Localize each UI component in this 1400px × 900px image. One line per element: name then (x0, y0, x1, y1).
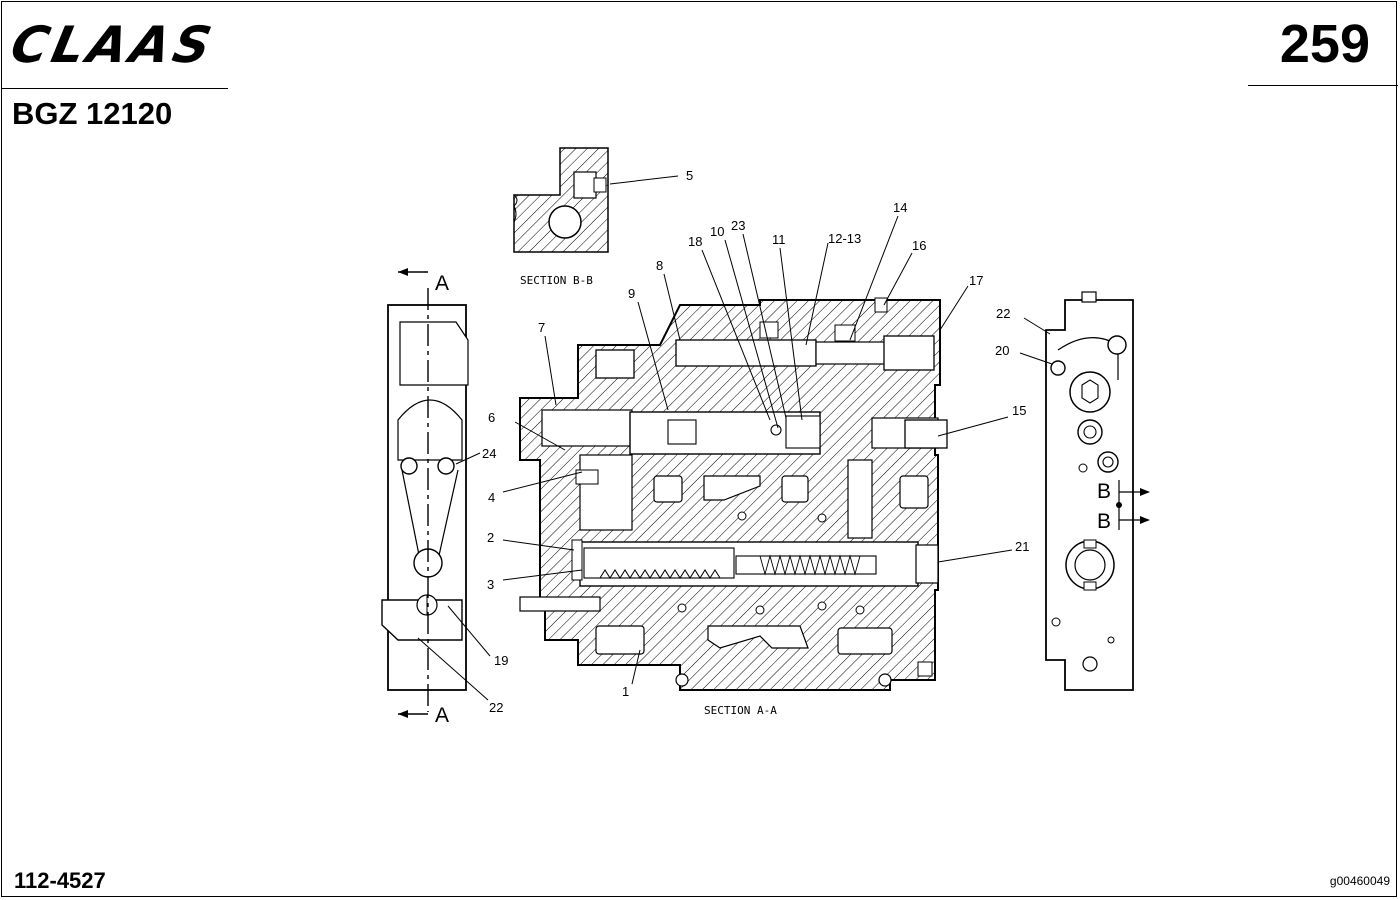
cut-mark-a-top: A (435, 272, 449, 295)
callout-12-13: 12-13 (828, 231, 861, 246)
cut-mark-b-top: B (1097, 480, 1111, 503)
callout-18: 18 (688, 234, 702, 249)
callout-24: 24 (482, 446, 496, 461)
image-code: g00460049 (1329, 874, 1390, 888)
callout-21: 21 (1015, 539, 1029, 554)
callout-17: 17 (969, 273, 983, 288)
section-aa-view (519, 297, 948, 691)
callout-23: 23 (731, 218, 745, 233)
section-bb-label: SECTION B-B (520, 274, 593, 287)
right-side-view (1045, 291, 1150, 691)
callout-2: 2 (487, 530, 494, 545)
left-side-view (381, 268, 469, 718)
callout-3: 3 (487, 577, 494, 592)
page-number: 259 (1279, 14, 1370, 74)
callout-19: 19 (494, 653, 508, 668)
header-rule-right (1248, 85, 1398, 86)
leader-lines (417, 175, 1053, 701)
callout-20: 20 (995, 343, 1009, 358)
header-rule-left (2, 88, 228, 89)
callout-4: 4 (488, 490, 495, 505)
callout-6: 6 (488, 410, 495, 425)
callout-15: 15 (1012, 403, 1026, 418)
section-bb-view (513, 147, 609, 253)
callout-9: 9 (628, 286, 635, 301)
section-aa-label: SECTION A-A (704, 704, 777, 717)
document-id: BGZ 12120 (12, 96, 173, 131)
part-number: 112-4527 (14, 868, 106, 893)
callout-7: 7 (538, 320, 545, 335)
callout-5: 5 (686, 168, 693, 183)
callout-1: 1 (622, 684, 629, 699)
cut-mark-a-bottom: A (435, 704, 449, 727)
callout-14: 14 (893, 200, 907, 215)
callout-22-left: 22 (489, 700, 503, 715)
callout-16: 16 (912, 238, 926, 253)
callout-11: 11 (772, 232, 786, 247)
callout-22-right: 22 (996, 306, 1010, 321)
cut-mark-b-bottom: B (1097, 510, 1111, 533)
callout-10: 10 (710, 224, 724, 239)
callout-8: 8 (656, 258, 663, 273)
